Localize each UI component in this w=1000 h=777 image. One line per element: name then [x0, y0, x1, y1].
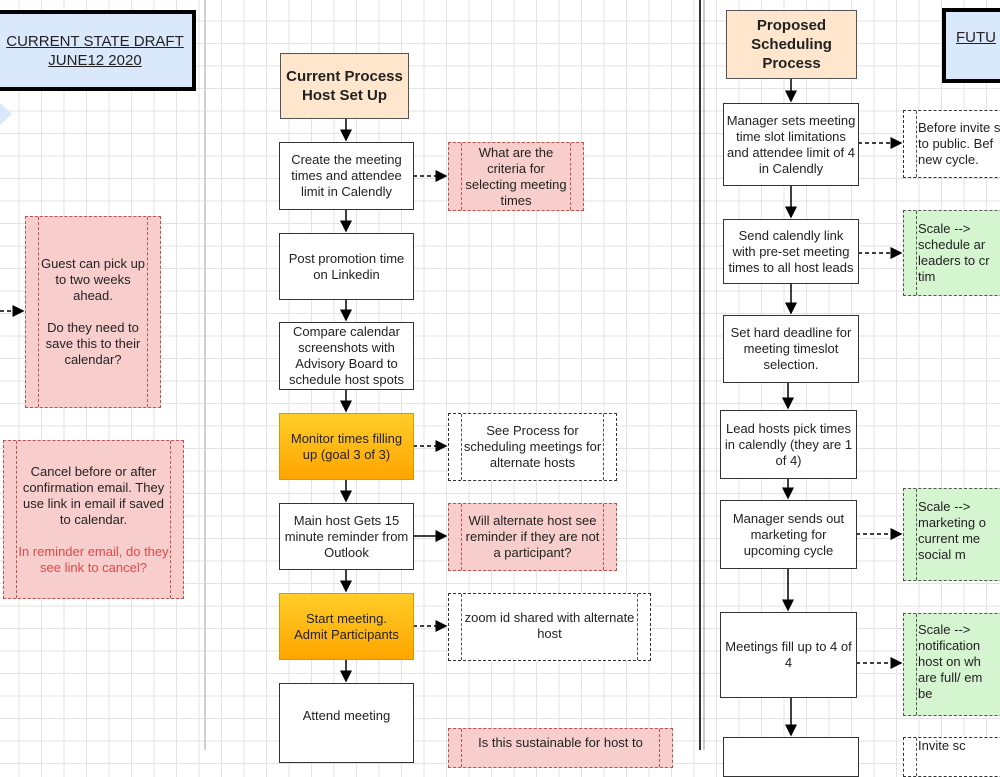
step-start-meeting: Start meeting. Admit Participants — [279, 593, 414, 660]
proposed-step-manager-sets-limits: Manager sets meeting time slot limitatio… — [723, 103, 859, 186]
alternate-hosts-note: See Process for scheduling meetings for … — [448, 413, 617, 481]
step-post-promotion: Post promotion time on Linkedin — [279, 233, 414, 300]
step-attend-meeting: Attend meeting — [279, 683, 414, 763]
step-monitor-times: Monitor times filling up (goal 3 of 3) — [279, 413, 414, 480]
guest-pick-note: Guest can pick up to two weeks ahead. Do… — [25, 216, 161, 408]
proposed-step-send-calendly-link: Send calendly link with pre-set meeting … — [723, 219, 859, 284]
proposed-step-next — [723, 737, 859, 777]
current-process-title: Current Process Host Set Up — [280, 53, 409, 119]
cancel-note-text: Cancel before or after confirmation emai… — [22, 463, 165, 527]
cancel-question: In reminder email, do they see link to c… — [18, 543, 169, 575]
before-invite-note: Before invite s to public. Bef new cycle… — [903, 110, 1000, 178]
scale-notification-note: Scale --> notification host on wh are fu… — [903, 613, 1000, 716]
scale-schedule-note: Scale --> schedule ar leaders to cr tim — [903, 210, 1000, 296]
sustainable-note: Is this sustainable for host to — [448, 728, 673, 768]
criteria-note: What are the criteria for selecting meet… — [448, 142, 584, 211]
proposed-step-manager-marketing: Manager sends out marketing for upcoming… — [720, 500, 857, 569]
proposed-step-meetings-fill: Meetings fill up to 4 of 4 — [720, 612, 857, 698]
proposed-step-lead-hosts-pick: Lead hosts pick times in calendly (they … — [720, 410, 857, 479]
invite-note: Invite sc — [903, 737, 1000, 777]
connectors — [0, 0, 903, 750]
scale-marketing-note: Scale --> marketing o current me social … — [903, 488, 1000, 581]
step-create-meeting-times: Create the meeting times and attendee li… — [279, 142, 414, 210]
cancel-note: Cancel before or after confirmation emai… — [3, 440, 184, 599]
step-main-host-reminder: Main host Gets 15 minute reminder from O… — [279, 503, 414, 570]
zoom-id-note: zoom id shared with alternate host — [448, 593, 651, 661]
future-state-title: FUTU — [942, 8, 1000, 83]
step-compare-calendars: Compare calendar screenshots with Adviso… — [279, 322, 414, 390]
alternate-reminder-note: Will alternate host see reminder if they… — [448, 503, 617, 571]
proposed-process-title: Proposed Scheduling Process — [726, 10, 857, 79]
proposed-step-set-deadline: Set hard deadline for meeting timeslot s… — [723, 315, 859, 383]
current-state-title: CURRENT STATE DRAFT JUNE12 2020 — [0, 10, 196, 91]
